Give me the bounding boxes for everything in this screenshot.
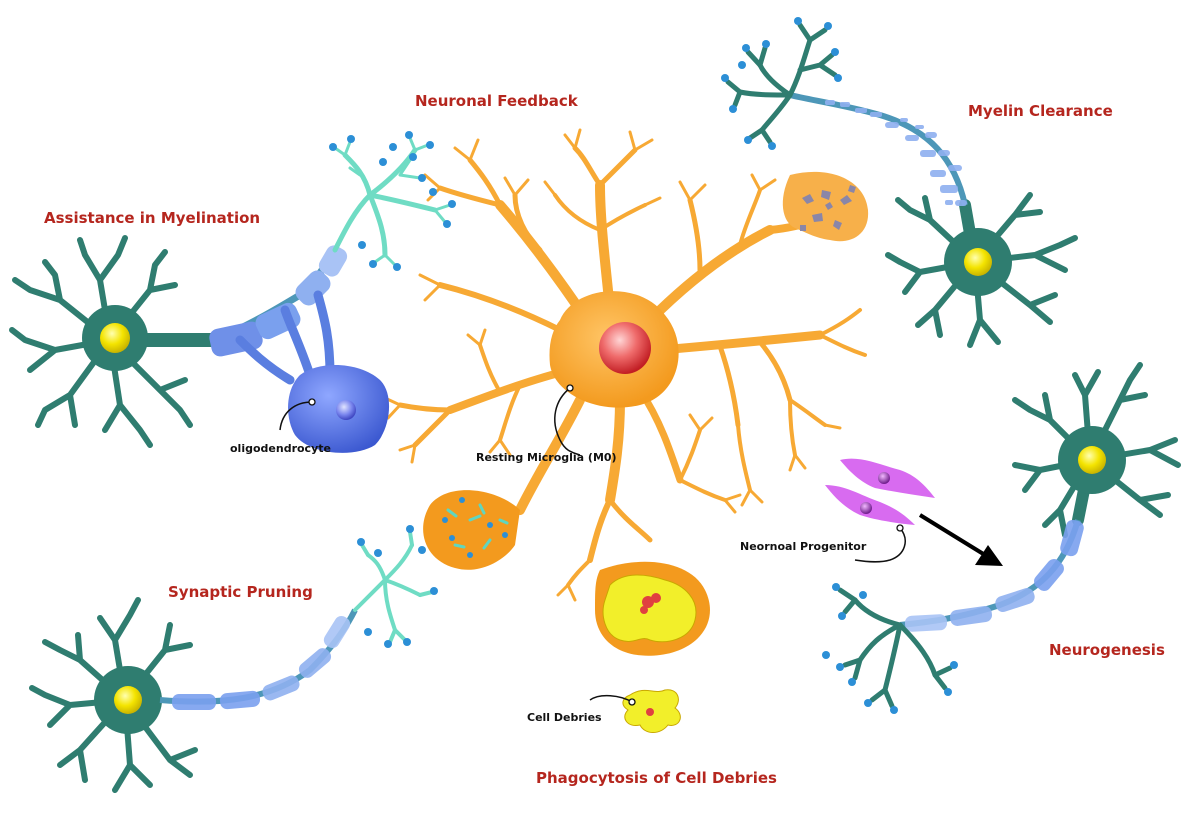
title-synaptic-pruning: Synaptic Pruning: [168, 583, 313, 601]
label-resting-microglia: Resting Microglia (M0): [476, 451, 617, 464]
free-cell-debris: [590, 690, 680, 733]
title-neuronal-feedback: Neuronal Feedback: [415, 92, 578, 110]
nucleus-yellow: [100, 323, 130, 353]
title-phagocytosis: Phagocytosis of Cell Debries: [536, 769, 777, 787]
title-myelin-clearance: Myelin Clearance: [968, 102, 1113, 120]
bulb-cell-debris: [595, 562, 710, 656]
microglia-callout-dot: [567, 385, 573, 391]
oligodendrocyte-nucleus: [336, 400, 356, 420]
neuron-neurogenesis: [822, 365, 1178, 714]
label-oligodendrocyte: oligodendrocyte: [230, 442, 331, 455]
neurogenesis-arrow: [920, 515, 1003, 566]
bulb-synaptic-debris: [423, 490, 520, 570]
neuron-synaptic-pruning: [32, 525, 438, 790]
title-assistance-myelination: Assistance in Myelination: [44, 209, 260, 227]
bulb-myelin-debris: [783, 172, 868, 241]
neuron-myelination: [12, 238, 215, 445]
label-cell-debries: Cell Debries: [527, 711, 602, 724]
synapse-myelination: [329, 131, 456, 271]
microglia-nucleus: [599, 322, 651, 374]
title-neurogenesis: Neurogenesis: [1049, 641, 1165, 659]
label-neuronal-progenitor: Neornoal Progenitor: [740, 540, 866, 553]
